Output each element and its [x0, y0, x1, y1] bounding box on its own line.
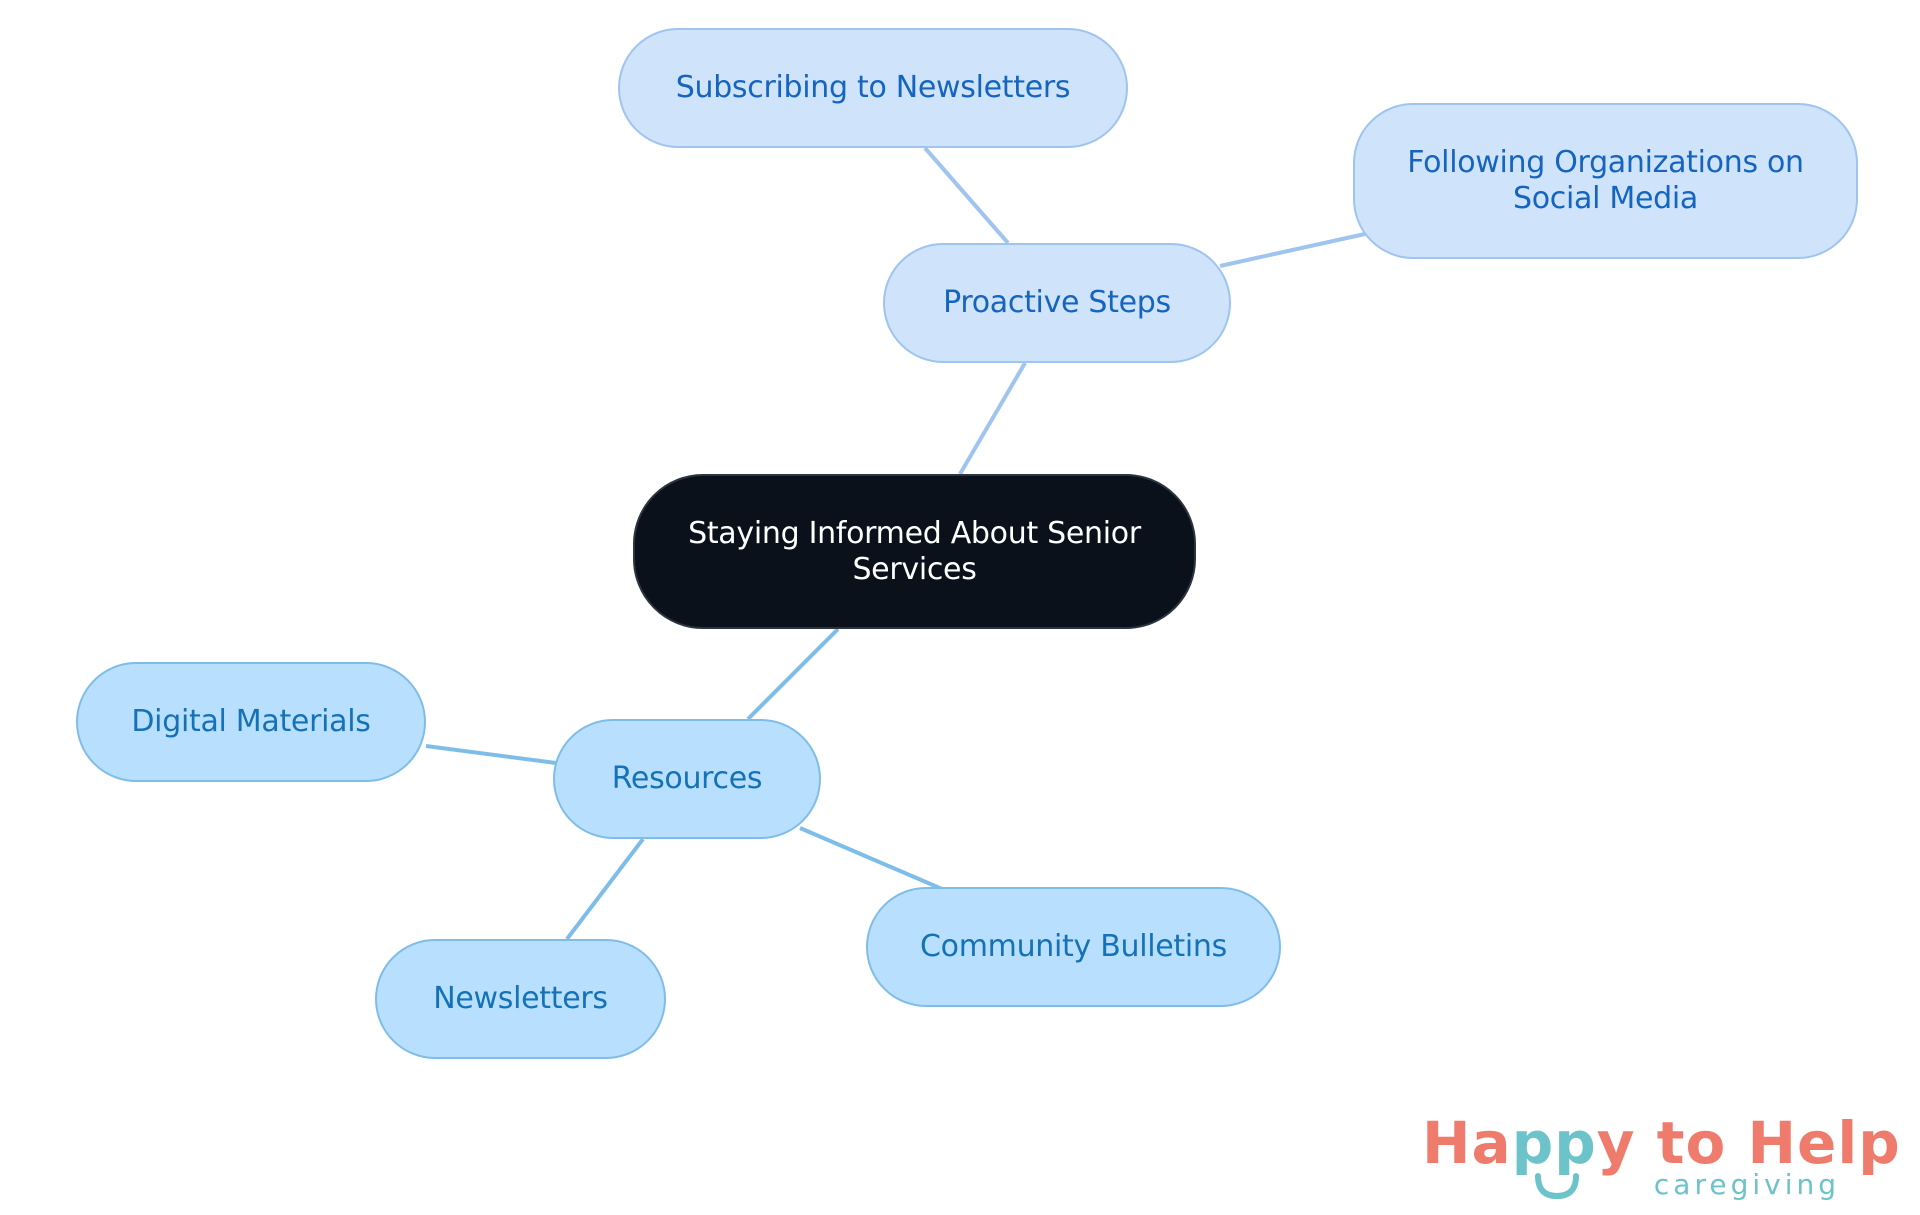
leaf-node-label: Following Organizations on Social Media: [1407, 145, 1804, 216]
edge-root-resources: [746, 627, 840, 721]
root-node-label: Staying Informed About Senior Services: [688, 515, 1141, 587]
edge-resources-digital: [425, 744, 557, 765]
branch-node-resources: Resources: [553, 719, 821, 839]
leaf-node-label: Subscribing to Newsletters: [675, 70, 1071, 105]
logo-text-part: Ha: [1422, 1109, 1512, 1177]
leaf-node-following-organizations: Following Organizations on Social Media: [1353, 103, 1858, 259]
leaf-node-label: Newsletters: [433, 981, 608, 1016]
edge-root-proactive: [958, 361, 1027, 476]
edge-resources-community: [799, 826, 943, 891]
root-node: Staying Informed About Senior Services: [633, 474, 1196, 629]
edge-resources-newsletters: [565, 837, 645, 941]
edge-proactive-following: [1219, 232, 1366, 268]
edge-proactive-subscribing: [923, 146, 1010, 245]
branch-node-label: Proactive Steps: [943, 285, 1171, 320]
leaf-node-newsletters: Newsletters: [375, 939, 666, 1059]
logo-text-part-accent: pp: [1511, 1109, 1597, 1177]
logo-text-part: y to Help: [1596, 1109, 1901, 1177]
logo-wordmark: Happy to Help: [1422, 1110, 1901, 1176]
leaf-node-label: Community Bulletins: [920, 929, 1227, 964]
smile-icon: [1535, 1173, 1579, 1200]
logo-tagline: caregiving: [1653, 1168, 1840, 1201]
branch-node-proactive-steps: Proactive Steps: [883, 243, 1231, 363]
leaf-node-digital-materials: Digital Materials: [76, 662, 426, 782]
branch-node-label: Resources: [611, 761, 763, 796]
leaf-node-label: Digital Materials: [131, 704, 371, 739]
leaf-node-community-bulletins: Community Bulletins: [866, 887, 1281, 1007]
leaf-node-subscribing-to-newsletters: Subscribing to Newsletters: [618, 28, 1128, 148]
happy-to-help-logo: Happy to Help caregiving: [1422, 1110, 1900, 1210]
